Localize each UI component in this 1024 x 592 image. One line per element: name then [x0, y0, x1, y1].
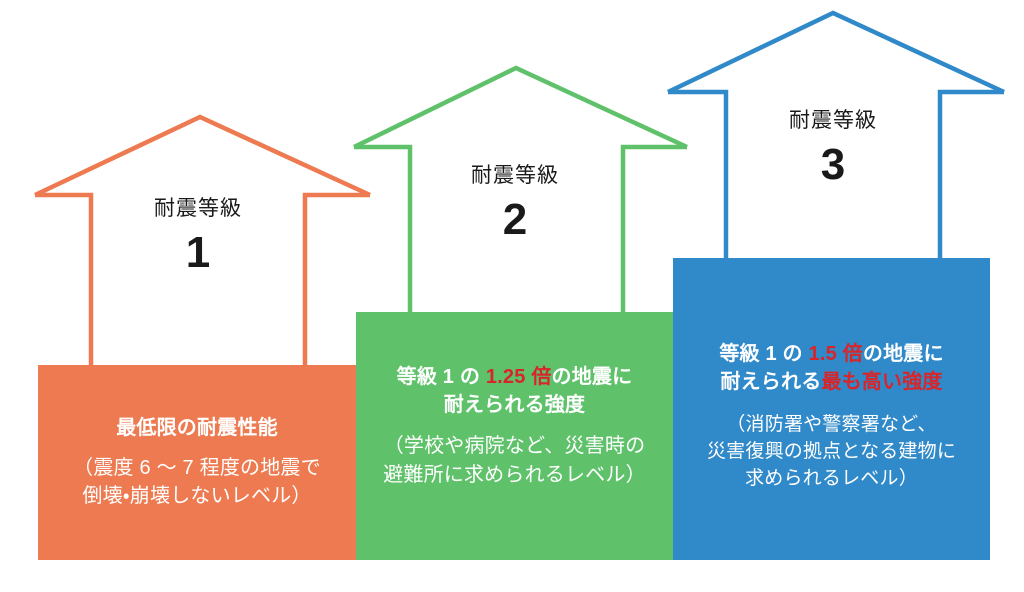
- grade-headline-3: 等級 1 の 1.5 倍の地震に 耐えられる最も高い強度: [719, 343, 944, 393]
- grade-headline-1: 最低限の耐震性能: [116, 417, 278, 439]
- grade-subline-2: （学校や病院など、災害時の 避難所に求められるレベル）: [383, 435, 646, 486]
- grade-caption-label-3: 耐震等級: [789, 109, 877, 132]
- grade-headline-2: 等級 1 の 1.25 倍の地震に 耐えられる強度: [396, 366, 633, 416]
- grade-subline-1: （震度 6 〜 7 程度の地震で 倒壊・崩壊しないレベル）: [73, 456, 321, 507]
- grade-caption-2: 耐震等級 2: [405, 163, 625, 247]
- grade-caption-number-3: 3: [820, 140, 846, 190]
- grade-block-1: 最低限の耐震性能 （震度 6 〜 7 程度の地震で 倒壊・崩壊しないレベル）: [38, 365, 356, 560]
- grade-subline-3: （消防署や警察署など、 災害復興の拠点となる建物に 求められるレベル）: [706, 414, 957, 490]
- grade-caption-1: 耐震等級 1: [88, 196, 308, 280]
- grade-caption-label-2: 耐震等級: [471, 164, 559, 187]
- grade-block-3: 等級 1 の 1.5 倍の地震に 耐えられる最も高い強度 （消防署や警察署など、…: [673, 258, 990, 560]
- grade-caption-number-2: 2: [502, 195, 528, 245]
- grade-caption-3: 耐震等級 3: [723, 108, 943, 192]
- grade-caption-label-1: 耐震等級: [154, 197, 242, 220]
- grade-caption-number-1: 1: [185, 228, 211, 278]
- grade-block-2: 等級 1 の 1.25 倍の地震に 耐えられる強度 （学校や病院など、災害時の …: [356, 312, 673, 560]
